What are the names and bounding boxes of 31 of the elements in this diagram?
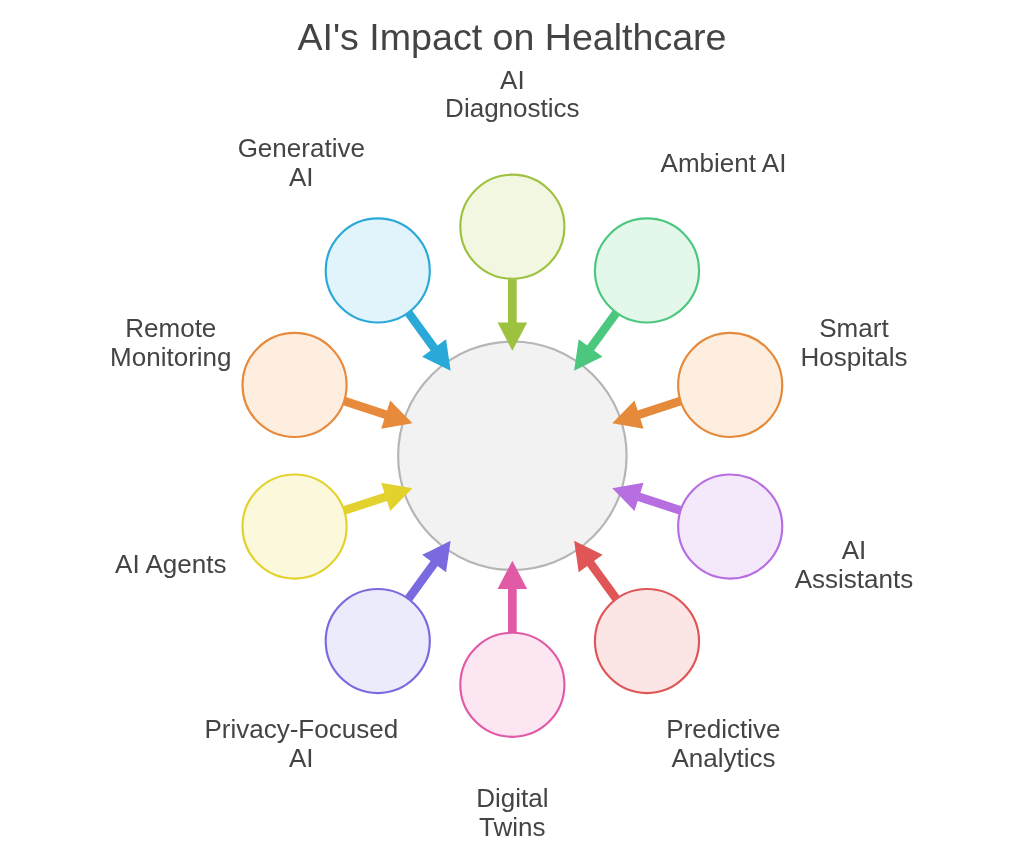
arrow (574, 540, 620, 602)
node-label: AI Assistants (794, 534, 914, 594)
node-label: AI Diagnostics (445, 64, 580, 124)
arrow (574, 310, 620, 371)
node-label: Remote Monitoring (110, 312, 232, 372)
node-label: AI Agents (115, 549, 227, 580)
node-label: Ambient AI (660, 147, 787, 178)
node-label: Generative AI (237, 133, 365, 193)
node-label: Smart Hospitals (800, 312, 908, 372)
diagram-title: AI's Impact on Healthcare (297, 16, 727, 59)
arrow (612, 397, 682, 429)
node-label: Privacy-Focused AI (204, 714, 399, 774)
node-circle (324, 587, 431, 695)
arrow (497, 279, 528, 351)
node-circle (593, 587, 701, 695)
arrow (405, 310, 451, 371)
arrow (612, 482, 682, 515)
arrow (497, 560, 528, 633)
node-circle (241, 473, 348, 580)
node-circle (241, 331, 348, 439)
node-circle (324, 217, 431, 324)
node-label: Predictive Analytics (666, 714, 781, 774)
node-circle (459, 173, 566, 280)
node-label: Digital Twins (476, 782, 549, 842)
node-circle (677, 473, 784, 580)
arrow (405, 540, 451, 602)
node-circle (677, 331, 784, 439)
node-circle (459, 631, 566, 738)
arrow (343, 482, 413, 515)
node-circle (593, 217, 701, 324)
arrow (343, 397, 413, 429)
